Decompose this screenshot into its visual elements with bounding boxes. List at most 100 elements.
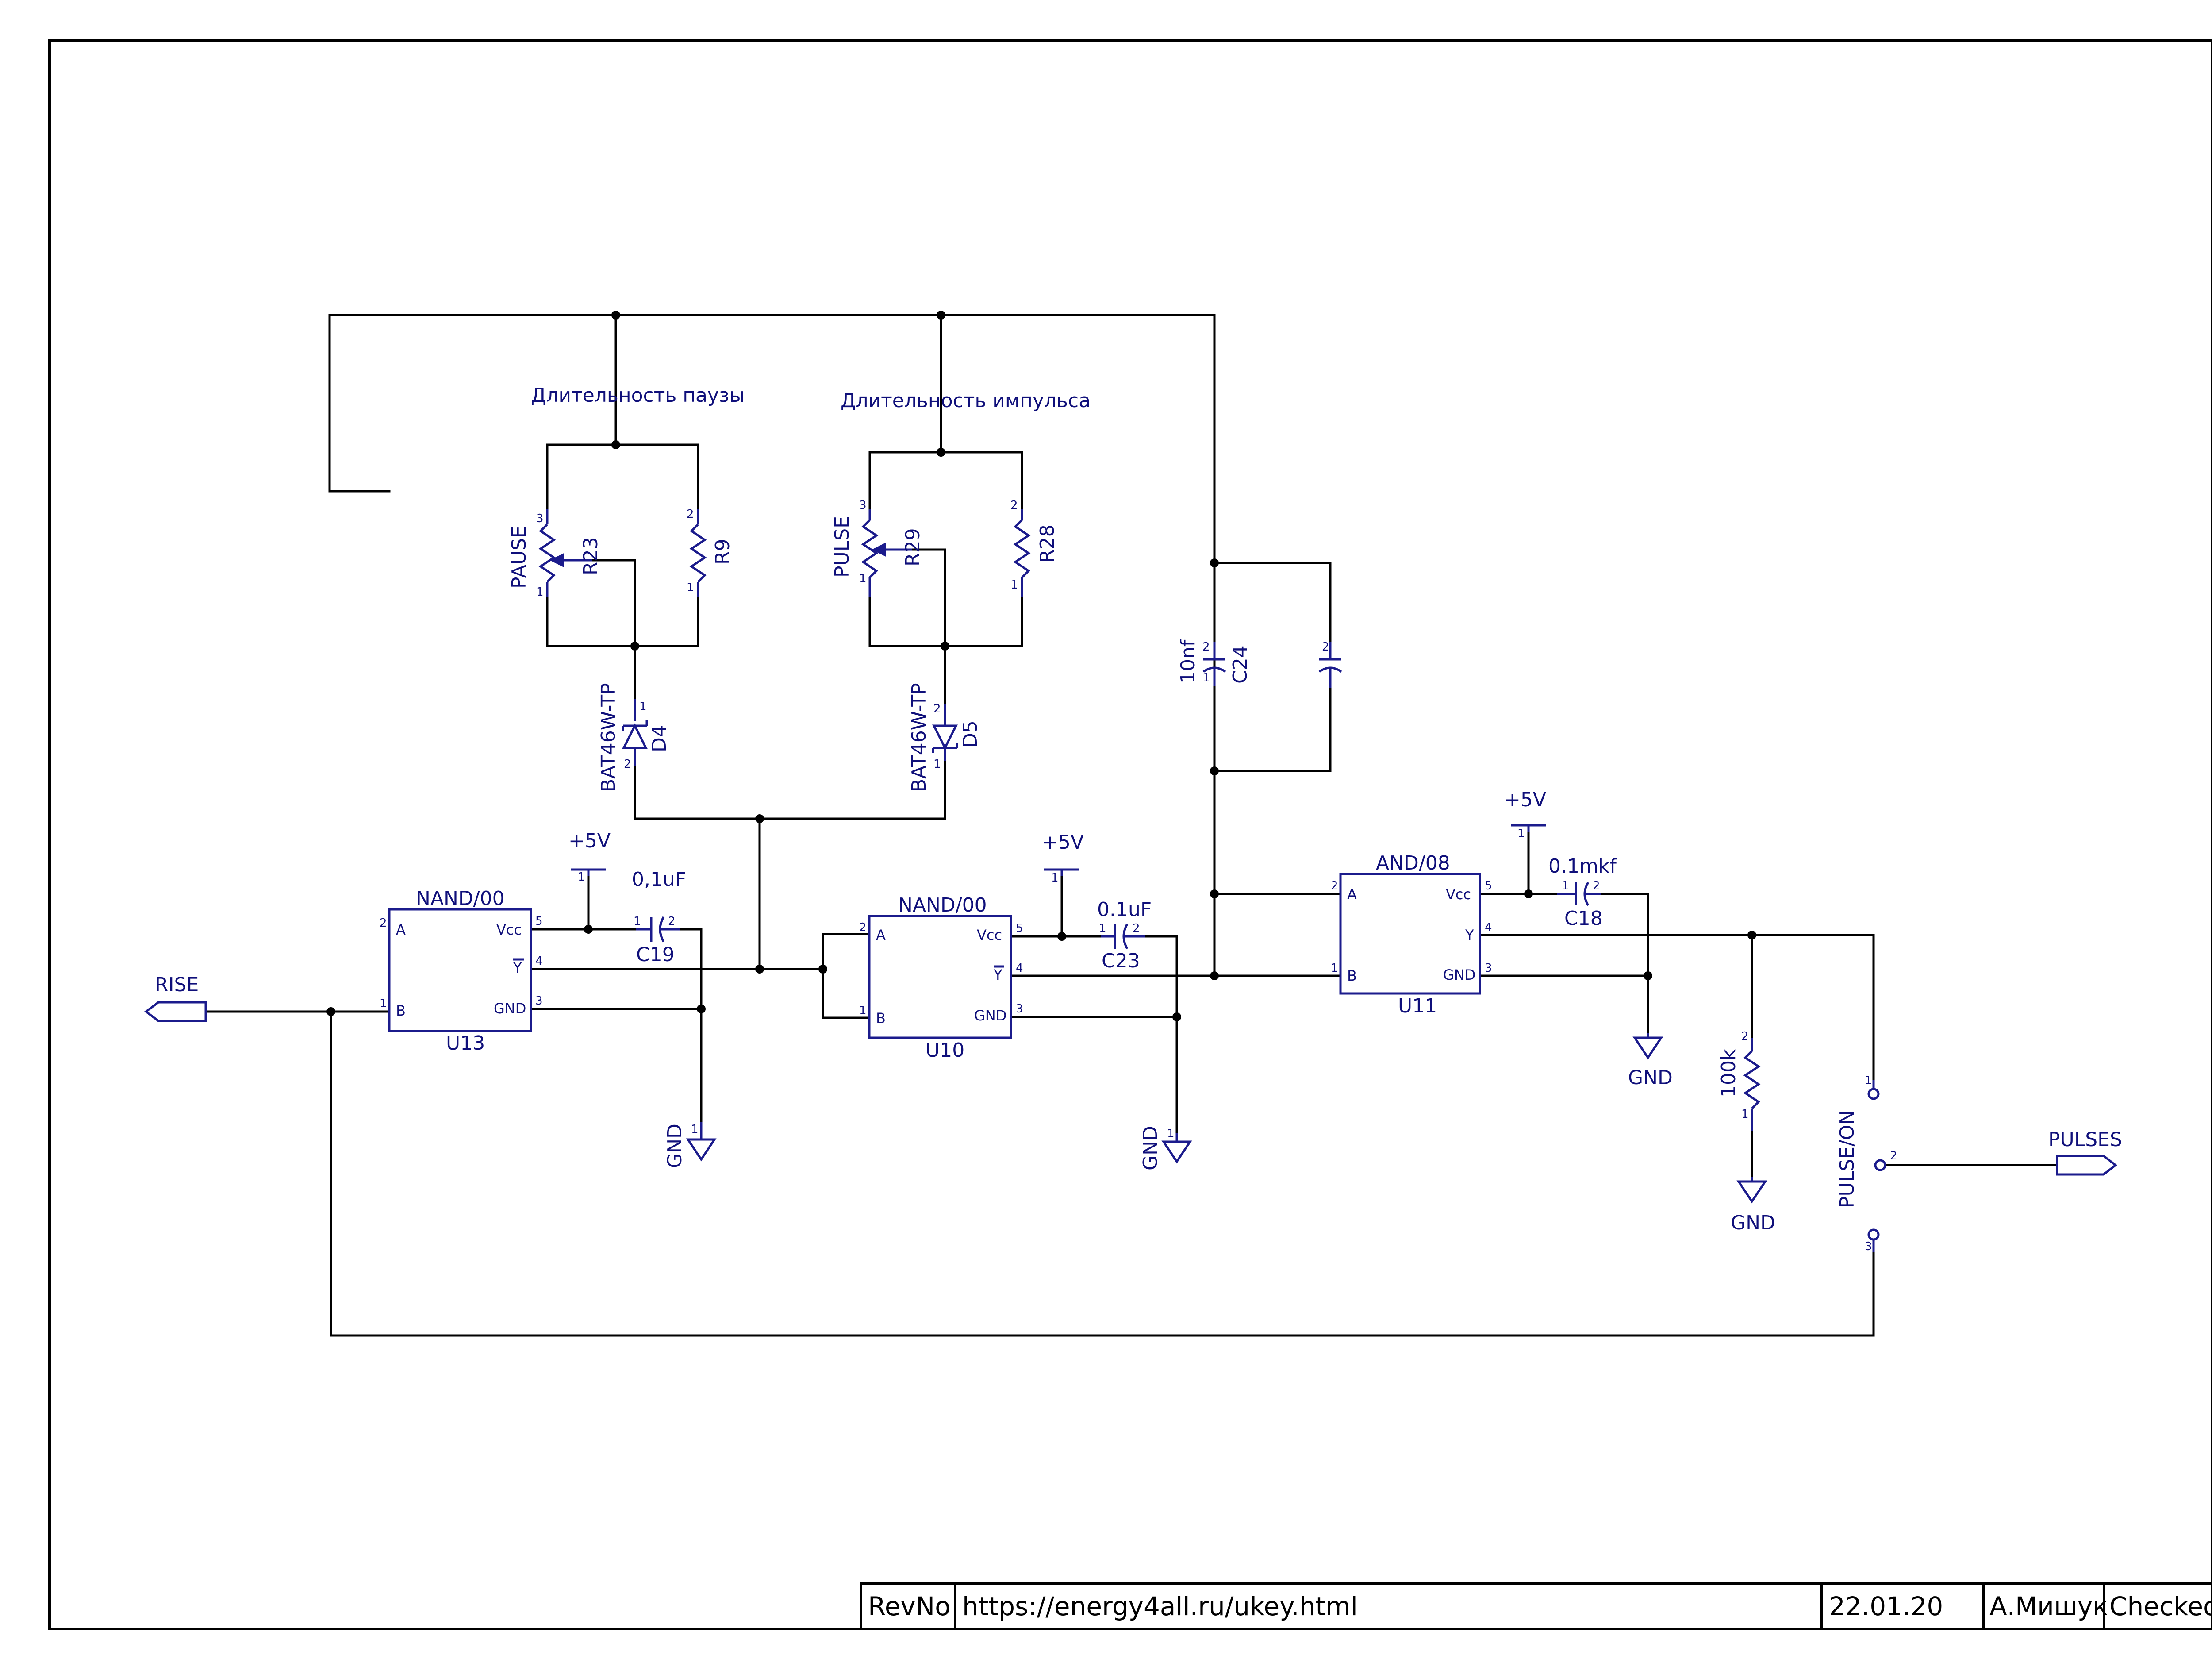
pin-number: 1 <box>380 997 387 1010</box>
gnd-symbol-u13: GND 1 <box>664 1122 717 1168</box>
vcc-symbol-u11: +5V 1 <box>1504 789 1546 840</box>
pin-number: 4 <box>535 955 543 968</box>
junctions <box>326 311 1756 1021</box>
capacitor-c19: 1 2 0,1uF C19 <box>632 868 686 966</box>
c23-ref: C23 <box>1102 950 1140 972</box>
pin-number: 2 <box>933 702 941 716</box>
resistor-r28: 2 1 R28 <box>1010 499 1059 597</box>
title-rev: RevNo <box>868 1591 951 1621</box>
pin-number: 1 <box>1010 578 1018 592</box>
pin-number: 2 <box>1133 922 1140 935</box>
pin-number: 3 <box>1016 1002 1023 1016</box>
pin-number: 4 <box>1485 921 1492 934</box>
pin-number: 3 <box>1485 962 1492 975</box>
pin-number: 1 <box>1741 1108 1749 1121</box>
title-url: https://energy4all.ru/ukey.html <box>962 1591 1358 1621</box>
pin-number: 1 <box>1167 1127 1175 1140</box>
switch-label: PULSE/ON <box>1836 1110 1859 1208</box>
pin-number: 4 <box>1016 962 1023 975</box>
title-author: А.Мишук <box>1989 1591 2108 1621</box>
c19-value: 0,1uF <box>632 868 686 891</box>
pin-number: 3 <box>535 994 543 1008</box>
pin-number: 2 <box>1322 640 1329 654</box>
gate-u10: NAND/00 U10 A B Vcc Y GND 2 1 5 4 3 <box>859 894 1023 1062</box>
pin-number: 2 <box>380 916 387 930</box>
gnd-symbol-u11: GND <box>1628 1033 1673 1089</box>
c19-ref: C19 <box>636 943 675 966</box>
u10-pin-y: Y <box>993 966 1002 983</box>
r29-value: PULSE <box>831 516 853 577</box>
vcc-label: +5V <box>1042 831 1084 854</box>
pin-number: 2 <box>668 915 676 928</box>
pin-number: 5 <box>1485 879 1492 893</box>
r23-value: PAUSE <box>508 526 530 589</box>
potentiometer-r23: 3 1 PAUSE R23 <box>508 509 602 599</box>
pin-number: 2 <box>1331 879 1338 893</box>
gnd-symbol-100k: GND <box>1731 1177 1775 1234</box>
r23-ref: R23 <box>580 537 602 575</box>
u10-pin-gnd: GND <box>974 1007 1006 1024</box>
pin-number: 1 <box>859 1004 867 1017</box>
u13-ref: U13 <box>446 1032 485 1055</box>
u11-pin-a: A <box>1347 886 1357 903</box>
c24-ref: C24 <box>1229 645 1252 684</box>
pin-number: 3 <box>1865 1240 1872 1253</box>
pin-number: 3 <box>536 512 544 525</box>
u11-ref: U11 <box>1398 995 1437 1017</box>
u13-pin-vcc: Vcc <box>496 921 522 938</box>
u13-pin-a: A <box>396 921 406 938</box>
u10-type: NAND/00 <box>898 894 987 916</box>
pin-number: 1 <box>536 585 544 599</box>
r9-ref: R9 <box>711 539 734 565</box>
pin-number: 1 <box>1202 671 1210 685</box>
u13-pin-gnd: GND <box>494 1000 526 1017</box>
port-pulses: PULSES <box>2048 1128 2122 1176</box>
pin-number: 2 <box>1593 879 1600 893</box>
pin-number: 1 <box>1099 922 1106 935</box>
switch-pulse-on: 1 2 3 PULSE/ON <box>1836 1074 1897 1253</box>
pin-number: 1 <box>1865 1074 1872 1087</box>
pin-number: 2 <box>1890 1149 1897 1163</box>
pin-number: 1 <box>1331 962 1338 975</box>
pin-number: 2 <box>687 508 694 521</box>
title-checked: Checked <box>2109 1591 2212 1621</box>
u11-pin-b: B <box>1347 967 1357 984</box>
pin-number: 2 <box>1741 1030 1749 1043</box>
u10-pin-b: B <box>876 1010 886 1027</box>
pin-number: 2 <box>859 921 867 934</box>
d5-value: BAT46W-TP <box>908 683 930 792</box>
d4-ref: D4 <box>648 725 671 752</box>
d5-ref: D5 <box>959 720 982 748</box>
pin-number: 1 <box>1517 827 1525 840</box>
capacitor-c18: 1 2 0.1mkf C18 <box>1548 855 1617 930</box>
u11-pin-gnd: GND <box>1443 966 1475 983</box>
pin-number: 3 <box>859 499 867 512</box>
vcc-symbol-u10: +5V 1 <box>1042 831 1084 885</box>
pulse-duration-label: Длительность импульса <box>841 389 1091 412</box>
c24-value: 10nf <box>1177 639 1199 684</box>
pin-number: 1 <box>687 581 694 594</box>
pin-number: 1 <box>1051 871 1059 885</box>
port-pulses-label: PULSES <box>2048 1128 2122 1151</box>
pin-number: 1 <box>634 915 641 928</box>
vcc-symbol-u13: +5V 1 <box>568 830 611 884</box>
u10-pin-a: A <box>876 927 886 943</box>
u10-pin-vcc: Vcc <box>977 927 1002 943</box>
r100k-value: 100k <box>1717 1049 1740 1097</box>
gnd-symbol-u10: GND 1 <box>1139 1126 1192 1170</box>
pin-number: 1 <box>1562 879 1569 893</box>
c18-value: 0.1mkf <box>1548 855 1617 878</box>
c18-ref: C18 <box>1564 907 1603 930</box>
u13-type: NAND/00 <box>416 887 505 910</box>
diode-d4: 1 2 BAT46W-TP D4 <box>597 683 671 792</box>
r29-ref: R29 <box>902 528 924 566</box>
resistor-100k: 2 1 100k <box>1717 1030 1761 1131</box>
u13-pin-y: Y <box>513 959 522 976</box>
u11-pin-y: Y <box>1465 927 1474 943</box>
gnd-label: GND <box>1628 1066 1673 1089</box>
pin-number: 5 <box>1016 922 1023 935</box>
pin-number: 2 <box>624 758 631 771</box>
pin-number: 1 <box>578 870 585 884</box>
vcc-label: +5V <box>568 830 611 852</box>
